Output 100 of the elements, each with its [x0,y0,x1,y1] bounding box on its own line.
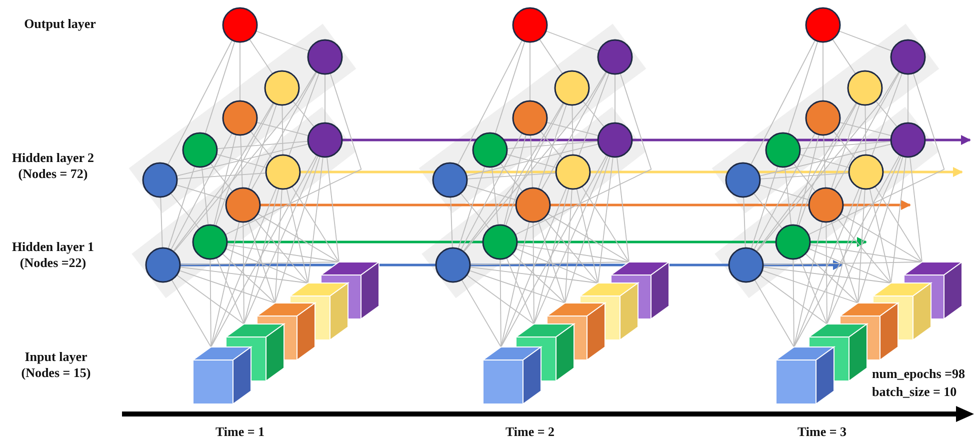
connection-line [274,188,282,304]
connection-line [864,104,866,156]
connection-line [180,262,340,266]
connection-line [216,257,244,324]
connection-line [798,154,850,168]
connection-line [173,71,317,252]
connection-line [784,166,792,226]
connection-line [172,102,274,252]
connection-line [210,154,318,348]
connection-line [564,156,610,304]
connection-line [572,104,574,156]
connection-line [538,38,564,74]
connection-line [793,162,816,192]
arrow [260,200,911,210]
connection-line [506,257,534,324]
connection-line [543,218,598,284]
time-label: Time = 1 [214,424,266,440]
connection-line [578,72,610,156]
neuron-circle [482,224,518,260]
connection-line [171,279,212,348]
layer-label: Hidden layer 2 (Nodes = 72) [10,150,96,182]
connection-line [534,155,609,324]
connection-line [179,266,308,284]
neuron-circle [890,39,926,75]
connection-line [564,188,572,304]
connection-line [598,156,614,284]
neuron-circle [848,154,884,190]
connection-line [582,100,605,128]
neuron-circle [222,7,258,43]
connection-line [512,253,566,304]
connection-line [500,154,608,348]
layer-label: Hidden layer 1 (Nodes =22) [10,239,96,271]
connection-line [204,40,236,134]
connection-line [800,140,892,150]
connection-line [576,188,598,284]
connection-line [804,253,858,304]
connection-line [616,156,630,262]
connection-line [808,248,892,284]
connection-line [534,188,570,324]
connection-line [244,188,280,324]
connection-line [836,218,892,284]
connection-line [160,196,163,248]
connection-line [753,132,816,250]
connection-line [547,213,630,262]
layer-label: Input layer (Nodes = 15) [20,349,92,381]
neuron-circle [847,70,883,106]
neuron-circle [145,247,181,283]
connection-line [308,156,324,284]
connection-line [750,166,778,250]
connection-line [839,122,892,136]
connection-line [869,188,892,284]
connection-line [176,144,309,176]
connection-line [240,134,243,188]
connection-line [799,257,828,324]
connection-line [494,40,526,134]
neuron-circle [307,39,343,75]
connection-line [874,186,922,262]
connection-line [460,132,523,250]
connection-line [274,156,320,304]
neuron-circle [182,132,218,168]
neuron-circle [890,122,926,158]
connection-line [222,253,276,304]
connection-line [253,218,308,284]
neuron-circle [808,187,844,223]
neuron-circle [775,224,811,260]
connection-line [466,184,518,201]
connection-line [743,196,746,248]
neuron-circle [597,39,633,75]
neuron-circle [597,122,633,158]
connection-line [796,134,820,226]
connection-line [826,222,828,324]
connection-line [822,42,824,102]
connection-line [910,156,922,262]
neuron-circle [222,100,258,136]
connection-line [505,102,564,226]
connection-line [292,100,315,128]
connection-line [214,134,236,226]
connection-line [500,162,523,192]
neuron-circle [554,70,590,106]
connection-line [216,154,268,168]
connection-line [753,192,783,230]
connection-line [506,154,558,168]
parameter-label: num_epochs =98 [872,366,966,382]
neuron-circle [512,100,548,136]
connection-line [762,270,858,304]
connection-line [538,104,568,190]
connection-line [282,104,284,156]
connection-line [830,104,860,190]
connection-line [248,38,274,74]
connection-line [210,162,233,192]
connection-line [792,258,794,348]
connection-line [826,155,902,324]
connection-line [809,244,922,262]
connection-line [834,71,900,191]
connection-line [167,40,233,166]
connection-line [762,262,922,266]
connection-line [500,221,530,348]
connection-line [840,213,922,262]
connection-line [250,130,273,160]
connection-line [462,102,564,252]
